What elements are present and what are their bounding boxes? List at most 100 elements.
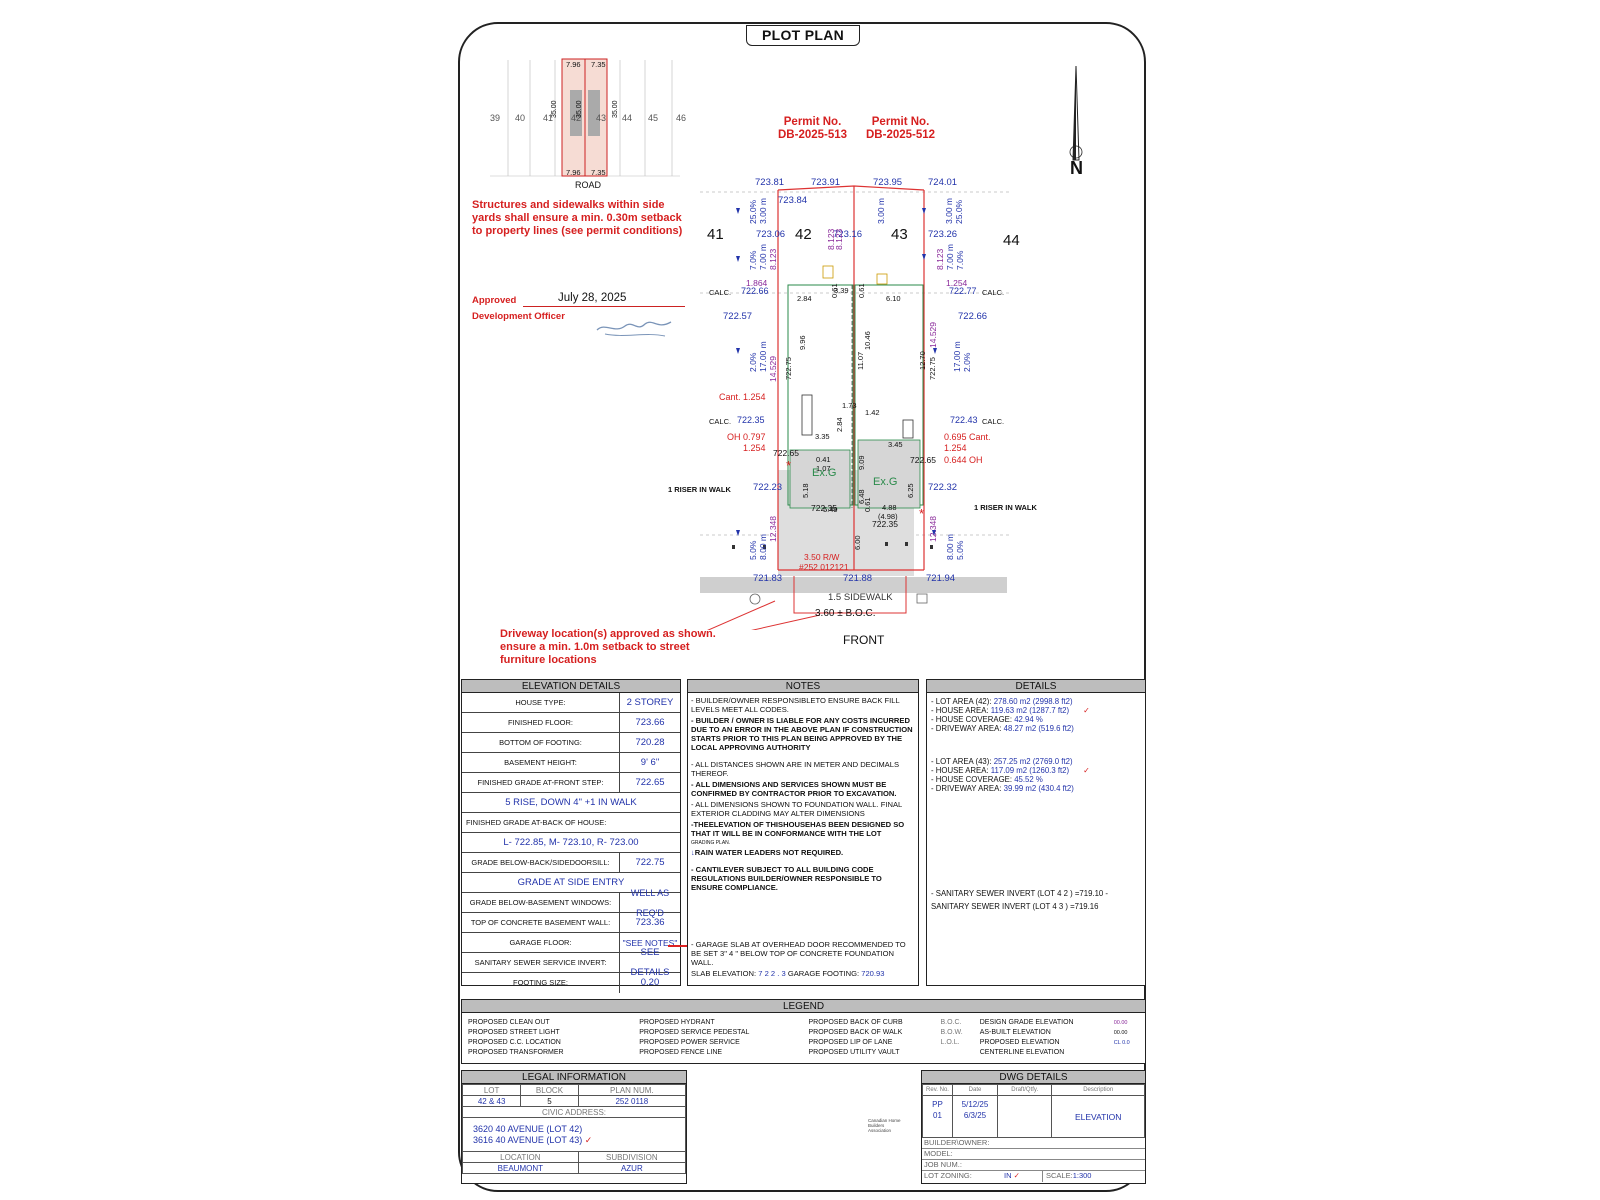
slope-s1: 7.0% <box>748 250 758 270</box>
note-5: - ALL DIMENSIONS SHOWN TO FOUNDATION WAL… <box>691 800 902 818</box>
legal-lot-header: LOT <box>461 1084 522 1096</box>
dwg-builder-label: BUILDER\OWNER: <box>922 1138 1145 1149</box>
elev-label: BOTTOM OF FOOTING: <box>462 733 620 752</box>
elev-value: 722.75 <box>635 856 665 868</box>
dwg-zoning-label: LOT ZONING: <box>924 1171 972 1180</box>
hd-518: 5.18 <box>801 483 810 498</box>
key-road-label: ROAD <box>575 180 602 190</box>
elev-value: "SEE NOTES" <box>622 937 678 948</box>
elev-row-house-type: HOUSE TYPE:2 STOREY <box>462 693 680 713</box>
dwg-date-1: 5/12/25 <box>961 1100 989 1109</box>
hd-909: 9.09 <box>857 455 866 470</box>
dwg-zoning-row: LOT ZONING: IN ✓ SCALE:1:300 <box>922 1171 1145 1182</box>
elev-value: WELL AS REQ'D <box>630 887 670 918</box>
subdivision-value: AZUR <box>577 1162 687 1174</box>
lot-41-label: 41 <box>707 226 724 243</box>
legend-proposed-val: 00.00 <box>1113 1030 1128 1036</box>
key-top-dim-2: 7.35 <box>591 60 606 69</box>
hd-061-c: 0.61 <box>857 283 866 298</box>
legend-service-pedestal: PROPOSED SERVICE PEDESTAL <box>639 1029 750 1036</box>
detail-lot42-house: - HOUSE AREA: 119.63 m2 (1287.7 ft2)✓ <box>927 706 1145 715</box>
slope-s7: 2.0% <box>962 352 972 372</box>
detail-key: - LOT AREA (43): <box>931 757 994 766</box>
detail-value: 257.25 m2 (2769.0 ft2) <box>993 757 1073 766</box>
key-top-dim-1: 7.96 <box>566 60 581 69</box>
legend-proposed-elev: PROPOSED ELEVATION <box>979 1039 1060 1046</box>
permit-512: Permit No. DB-2025-512 <box>866 116 935 142</box>
legend-boc-abbr: B.O.C. <box>940 1019 962 1026</box>
dwg-scale-label: SCALE: <box>1046 1171 1073 1180</box>
elev-row-front-step: FINISHED GRADE AT-FRONT STEP:722.65 <box>462 773 680 793</box>
civic-address-1: 3620 40 AVENUE (LOT 42) <box>473 1123 583 1134</box>
lot-44-label: 44 <box>1003 232 1020 249</box>
rear-elev-4: 724.01 <box>928 177 958 188</box>
rw-plan: #252 012121 <box>799 562 849 572</box>
north-label: N <box>1070 158 1083 178</box>
legal-lot-value: 42 & 43 <box>461 1095 522 1107</box>
dwg-draft-cell <box>996 1095 1053 1138</box>
detail-value: 45.52 % <box>1014 775 1043 784</box>
elev-row-basement-height: BASEMENT HEIGHT:9' 6" <box>462 753 680 773</box>
elev-722-32: 722.32 <box>928 482 958 493</box>
details-panel: DETAILS - LOT AREA (42): 278.60 m2 (2998… <box>926 679 1146 986</box>
legend-centerline: CENTERLINE ELEVATION <box>979 1049 1065 1056</box>
elev-label: GARAGE FLOOR: <box>462 933 620 952</box>
slope-s12: 8.00 m <box>945 534 955 560</box>
permit-512-number: DB-2025-512 <box>866 129 936 141</box>
cant-right: 0.695 Cant. <box>944 432 991 442</box>
civic-address-2-row: 3616 40 AVENUE (LOT 43) ✓ <box>473 1135 685 1146</box>
detail-value: 39.99 m2 (430.4 ft2) <box>1003 784 1074 793</box>
permit-513-label: Permit No. <box>783 116 842 128</box>
hd-284: 2.84 <box>797 294 812 303</box>
elevation-details-panel: ELEVATION DETAILS HOUSE TYPE:2 STOREY FI… <box>461 679 681 993</box>
elev-723-26: 723.26 <box>928 229 958 240</box>
hd-996: 9.96 <box>798 335 807 350</box>
detail-lot42-driveway: - DRIVEWAY AREA: 48.27 m2 (519.6 ft2) <box>927 724 1145 733</box>
dwg-rev-1: PP <box>932 1100 943 1109</box>
legend-power-service: PROPOSED POWER SERVICE <box>639 1039 740 1046</box>
elev-721-94: 721.94 <box>926 573 956 584</box>
left-asterisk-icon: * <box>786 458 792 473</box>
key-depth-1: 35.00 <box>551 100 558 118</box>
hd-284-b: 2.84 <box>835 417 844 432</box>
key-bottom-dim-2: 7.35 <box>591 168 606 177</box>
hd-600: 6.00 <box>853 535 862 550</box>
civic-address-2: 3616 40 AVENUE (LOT 43) <box>473 1134 583 1145</box>
legal-block-value: 5 <box>520 1095 579 1107</box>
garage-right-label: Ex.G <box>873 476 898 488</box>
plot-plan-sheet <box>458 22 1146 1192</box>
calc-left-2: CALC. <box>709 417 732 426</box>
legend-col-3: PROPOSED BACK OF CURB PROPOSED BACK OF W… <box>808 1018 979 1058</box>
elev-722-35: 722.35 <box>737 415 765 425</box>
hd-72275-l: 722.75 <box>784 357 793 380</box>
key-lot-44: 44 <box>622 113 633 123</box>
slope-rear-right-pct: 25.0% <box>954 199 964 224</box>
approval-line <box>523 306 685 307</box>
garage-footing-label: GARAGE FOOTING: <box>785 969 862 978</box>
checkmark-icon: ✓ <box>584 1134 593 1145</box>
detail-lot42-area: - LOT AREA (42): 278.60 m2 (2998.8 ft2) <box>927 697 1145 706</box>
elev-721-83: 721.83 <box>753 573 783 584</box>
elev-row-sewer-invert: SANITARY SEWER SERVICE INVERT:SEE DETAIL… <box>462 947 680 978</box>
slope-s5: 2.0% <box>748 352 758 372</box>
civic-address-cell: 3620 40 AVENUE (LOT 42) 3616 40 AVENUE (… <box>462 1117 686 1152</box>
detail-value: 278.60 m2 (2998.8 ft2) <box>993 697 1073 706</box>
legal-plan-header: PLAN NUM. <box>577 1084 687 1096</box>
dim-14529-r: 14.529 <box>928 322 938 348</box>
note-1: - BUILDER/OWNER RESPONSIBLETO ENSURE BAC… <box>691 696 900 714</box>
detail-key: - DRIVEWAY AREA: <box>931 724 1004 733</box>
elev-722-23: 722.23 <box>753 482 783 493</box>
dim-14529-l: 14.529 <box>768 356 778 382</box>
setback-note: Structures and sidewalks within side yar… <box>472 199 683 237</box>
elev-row-back-value: L- 722.85, M- 723.10, R- 723.00 <box>462 833 680 853</box>
front-label: FRONT <box>843 633 885 647</box>
slope-rear-left-pct: 25.0% <box>748 199 758 224</box>
legend-panel: LEGEND PROPOSED CLEAN OUT PROPOSED STREE… <box>461 999 1146 1064</box>
checkmark-icon: ✓ <box>1083 766 1090 775</box>
elev-value: SEE DETAILS <box>630 946 670 978</box>
elev-value: 723.36 <box>635 916 665 928</box>
legal-block-header: BLOCK <box>520 1084 579 1096</box>
rear-elev-1: 723.81 <box>755 177 785 188</box>
